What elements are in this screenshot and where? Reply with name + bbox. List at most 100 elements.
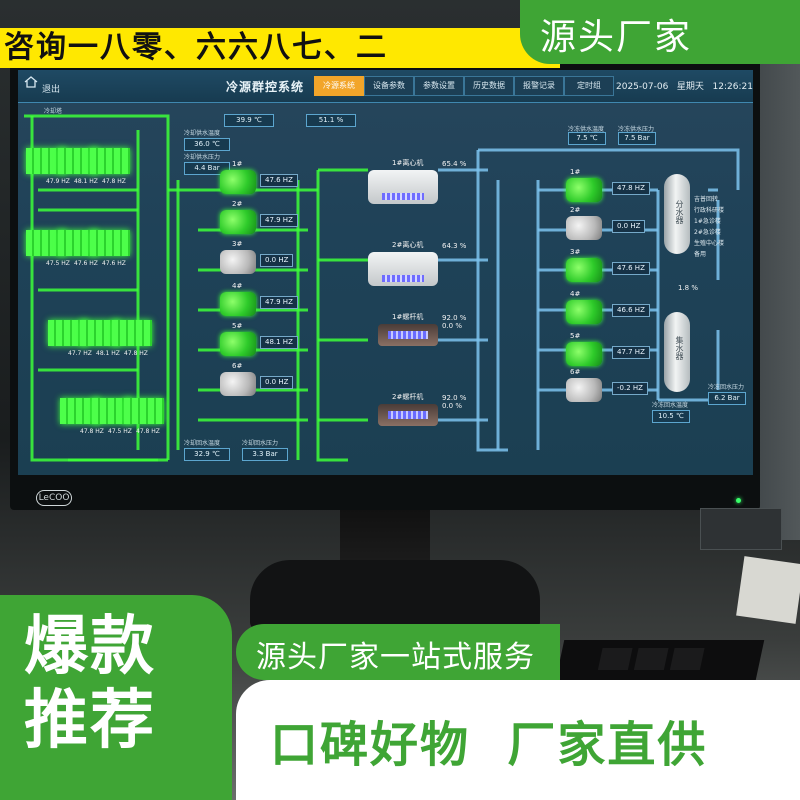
service-text: 源头厂家一站式服务 bbox=[256, 640, 535, 675]
tower-hz: 47.5 HZ bbox=[108, 428, 132, 435]
tab-2[interactable]: 参数设置 bbox=[414, 76, 464, 96]
pump-hz: 47.6 HZ bbox=[260, 174, 298, 187]
keyboard-key bbox=[669, 648, 705, 670]
pump-hz: 47.9 HZ bbox=[260, 296, 298, 309]
hot-pick-line-2: 推荐 bbox=[24, 684, 156, 758]
pipe bbox=[316, 170, 348, 462]
cw-return-pressure: 3.3 Bar bbox=[242, 448, 288, 461]
chiller-load: 64.3 % bbox=[442, 242, 467, 250]
chilled-water-pump-icon[interactable] bbox=[566, 178, 602, 202]
service-banner bbox=[236, 624, 560, 680]
datetime: 2025-07-06 星期天 12:26:21 bbox=[616, 79, 753, 92]
pump-name: 1# bbox=[570, 168, 581, 176]
screw-chiller-icon[interactable] bbox=[378, 324, 438, 346]
pump-name: 2# bbox=[570, 206, 581, 214]
chiller-name: 2#离心机 bbox=[392, 241, 424, 249]
chiller-coil bbox=[382, 193, 424, 200]
cw-supply-temp: 36.0 ℃ bbox=[184, 138, 230, 151]
tower-hz: 48.1 HZ bbox=[96, 350, 120, 357]
hot-pick-line-1: 爆款 bbox=[24, 610, 156, 684]
tab-3[interactable]: 历史数据 bbox=[464, 76, 514, 96]
monitor-stand-base bbox=[250, 560, 540, 630]
collector-label: 集水器 bbox=[675, 336, 684, 360]
pump-name: 5# bbox=[570, 332, 581, 340]
cooling-pump-icon[interactable] bbox=[220, 250, 256, 274]
brand-tab bbox=[520, 0, 800, 64]
monitor-logo: LeCOO bbox=[36, 490, 72, 506]
banner-top-text: 咨询一八零、六六八七、二 bbox=[4, 30, 388, 65]
pump-hz: 47.7 HZ bbox=[612, 346, 650, 359]
chilled-water-pump-icon[interactable] bbox=[566, 216, 602, 240]
hot-pick-panel bbox=[0, 595, 232, 800]
pump-name: 6# bbox=[570, 368, 581, 376]
pump-hz: 48.1 HZ bbox=[260, 336, 298, 349]
pump-hz: 47.6 HZ bbox=[612, 262, 650, 275]
chiller-name: 1#离心机 bbox=[392, 159, 424, 167]
chilled-water-pump-icon[interactable] bbox=[566, 300, 602, 324]
tab-4[interactable]: 报警记录 bbox=[514, 76, 564, 96]
time-text: 12:26:21 bbox=[712, 82, 753, 92]
tower-hz: 47.6 HZ bbox=[102, 260, 126, 267]
keyboard-key bbox=[633, 648, 669, 670]
chiller-name: 2#螺杆机 bbox=[392, 393, 424, 401]
centrifugal-chiller-icon[interactable] bbox=[368, 252, 438, 286]
distributor-label: 分水器 bbox=[675, 200, 684, 224]
chilled-water-pump-icon[interactable] bbox=[566, 342, 602, 366]
cooling-pump-icon[interactable] bbox=[220, 210, 256, 234]
weekday-text: 星期天 bbox=[676, 82, 704, 92]
cooling-tower-icon[interactable] bbox=[90, 230, 130, 256]
pump-name: 1# bbox=[232, 160, 243, 168]
chiller-load-2: 0.0 % bbox=[442, 322, 463, 330]
branch-label: 行政科研楼 bbox=[694, 207, 725, 214]
chw-return-temp: 10.5 ℃ bbox=[652, 410, 690, 423]
exit-button[interactable]: 退出 bbox=[42, 85, 61, 95]
chiller-coil bbox=[382, 275, 424, 282]
chw-supply-pressure-label: 冷冻供水压力 bbox=[618, 126, 655, 133]
branch-label: 生殖中心楼 bbox=[694, 240, 725, 247]
slogan-text: 口碑好物 厂家直供 bbox=[270, 717, 708, 773]
cooling-pump-icon[interactable] bbox=[220, 332, 256, 356]
chiller-coil bbox=[388, 411, 428, 419]
pump-name: 3# bbox=[232, 240, 243, 248]
screw-chiller-icon[interactable] bbox=[378, 404, 438, 426]
collector-tank bbox=[664, 312, 690, 392]
cooling-pump-icon[interactable] bbox=[220, 292, 256, 316]
centrifugal-chiller-icon[interactable] bbox=[368, 170, 438, 204]
slogan-panel bbox=[236, 680, 800, 800]
tower-hz: 47.9 HZ bbox=[46, 178, 70, 185]
cooling-tower-icon[interactable] bbox=[124, 398, 164, 424]
tab-1[interactable]: 设备参数 bbox=[364, 76, 414, 96]
pump-hz: 0.0 HZ bbox=[260, 254, 294, 267]
desk-device bbox=[700, 508, 782, 550]
chw-supply-temp-label: 冷冻供水温度 bbox=[568, 126, 605, 133]
cw-supply-pressure-label: 冷却供水压力 bbox=[184, 154, 221, 161]
chiller-name: 1#螺杆机 bbox=[392, 313, 424, 321]
cooling-pump-icon[interactable] bbox=[220, 372, 256, 396]
date-text: 2025-07-06 bbox=[616, 82, 669, 92]
cooling-pump-icon[interactable] bbox=[220, 170, 256, 194]
tab-0[interactable]: 冷源系统 bbox=[314, 76, 364, 96]
cooling-tower-icon[interactable] bbox=[112, 320, 152, 346]
pump-hz: 47.9 HZ bbox=[260, 214, 298, 227]
cw-return-temp: 32.9 ℃ bbox=[184, 448, 230, 461]
cw-supply-pressure: 4.4 Bar bbox=[184, 162, 230, 175]
chilled-water-pump-icon[interactable] bbox=[566, 258, 602, 282]
chw-supply-temp: 7.5 ℃ bbox=[568, 132, 606, 145]
cooling-tower-label: 冷却塔 bbox=[44, 108, 63, 115]
pump-hz: 0.0 HZ bbox=[612, 220, 646, 233]
cw-return-pressure-label: 冷却回水压力 bbox=[242, 440, 279, 447]
chiller-coil bbox=[388, 331, 428, 339]
cooling-tower-icon[interactable] bbox=[90, 148, 130, 174]
tab-5[interactable]: 定时组 bbox=[564, 76, 614, 96]
chw-return-pressure: 6.2 Bar bbox=[708, 392, 746, 405]
pump-hz: 47.8 HZ bbox=[612, 182, 650, 195]
chw-return-pressure-label: 冷冻回水压力 bbox=[708, 384, 745, 391]
pump-hz: 46.6 HZ bbox=[612, 304, 650, 317]
chilled-water-pump-icon[interactable] bbox=[566, 378, 602, 402]
brand-tab-text: 源头厂家 bbox=[540, 17, 693, 58]
pipe bbox=[478, 148, 740, 190]
home-icon[interactable] bbox=[24, 76, 38, 88]
pump-name: 3# bbox=[570, 248, 581, 256]
tower-hz: 47.8 HZ bbox=[124, 350, 148, 357]
branch-label: 备用 bbox=[694, 251, 707, 258]
